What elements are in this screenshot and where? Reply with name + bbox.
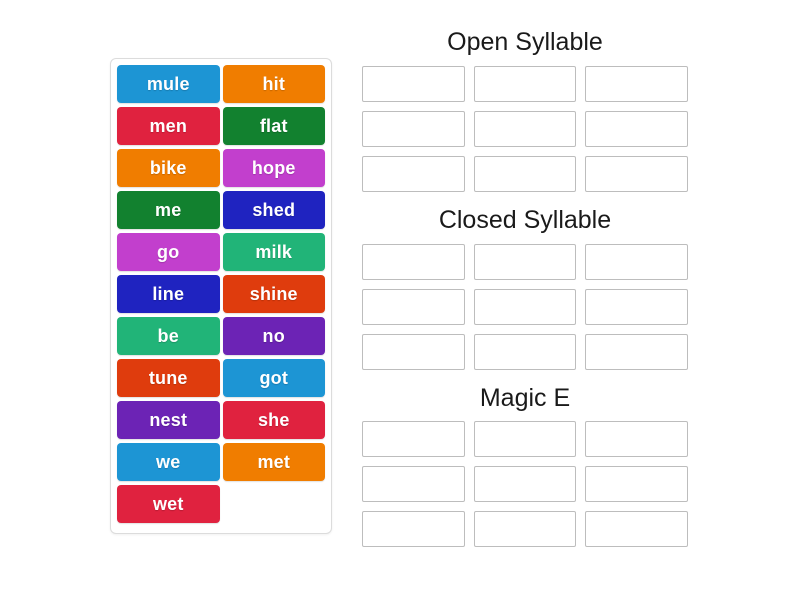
drop-zone-slot[interactable] <box>362 110 465 147</box>
drop-zone-slot[interactable] <box>362 421 465 458</box>
category-group: Magic E <box>362 382 688 548</box>
word-tile-placeholder <box>223 485 326 523</box>
drop-zone-grid <box>362 421 688 548</box>
drop-zone-slot[interactable] <box>473 466 577 503</box>
word-tile[interactable]: got <box>222 359 325 397</box>
word-tile[interactable]: go <box>117 233 220 271</box>
word-tile[interactable]: no <box>222 317 325 355</box>
drop-zone-slot[interactable] <box>585 288 688 325</box>
word-tile[interactable]: shine <box>222 275 325 313</box>
word-tile[interactable]: be <box>117 317 220 355</box>
drop-zone-slot[interactable] <box>473 421 577 458</box>
word-tile[interactable]: tune <box>117 359 220 397</box>
word-tile[interactable]: we <box>117 443 220 481</box>
drop-zone-slot[interactable] <box>362 466 465 503</box>
word-tile[interactable]: hit <box>222 65 325 103</box>
word-tile[interactable]: milk <box>222 233 325 271</box>
drop-zone-slot[interactable] <box>362 511 465 548</box>
drop-zone-slot[interactable] <box>473 155 577 192</box>
drop-zone-slot[interactable] <box>362 65 465 102</box>
word-tile[interactable]: mule <box>117 65 220 103</box>
word-tile[interactable]: bike <box>117 149 220 187</box>
drop-zone-slot[interactable] <box>585 333 688 370</box>
drop-zone-slot[interactable] <box>362 333 465 370</box>
category-group: Open Syllable <box>362 26 688 192</box>
drop-zone-grid <box>362 243 688 370</box>
drop-zone-slot[interactable] <box>473 511 577 548</box>
drop-zone-slot[interactable] <box>585 155 688 192</box>
drop-zone-slot[interactable] <box>473 333 577 370</box>
drop-zone-slot[interactable] <box>473 110 577 147</box>
drop-zone-slot[interactable] <box>473 65 577 102</box>
word-tile[interactable]: line <box>117 275 220 313</box>
word-tile[interactable]: she <box>222 401 325 439</box>
drop-zone-slot[interactable] <box>585 421 688 458</box>
word-tile[interactable]: met <box>222 443 325 481</box>
category-group: Closed Syllable <box>362 204 688 370</box>
category-title: Magic E <box>479 383 571 412</box>
drop-zone-grid <box>362 65 688 192</box>
drop-zone-slot[interactable] <box>362 288 465 325</box>
word-tile[interactable]: flat <box>222 107 325 145</box>
category-title: Open Syllable <box>447 28 603 56</box>
drop-zone-slot[interactable] <box>362 155 465 192</box>
drop-zone-slot[interactable] <box>585 511 688 548</box>
drop-zone-slot[interactable] <box>473 243 577 280</box>
drop-zone-slot[interactable] <box>585 243 688 280</box>
drop-zone-slot[interactable] <box>585 65 688 102</box>
drop-zone-slot[interactable] <box>473 288 577 325</box>
word-tile[interactable]: wet <box>117 485 220 523</box>
category-title: Closed Syllable <box>438 205 612 234</box>
word-tile[interactable]: shed <box>222 191 325 229</box>
drop-zone-slot[interactable] <box>585 466 688 503</box>
word-tile[interactable]: men <box>117 107 220 145</box>
word-tile[interactable]: me <box>117 191 220 229</box>
drop-zone-slot[interactable] <box>362 243 465 280</box>
word-tile[interactable]: nest <box>117 401 220 439</box>
word-tile[interactable]: hope <box>222 149 325 187</box>
drop-zone-slot[interactable] <box>585 110 688 147</box>
